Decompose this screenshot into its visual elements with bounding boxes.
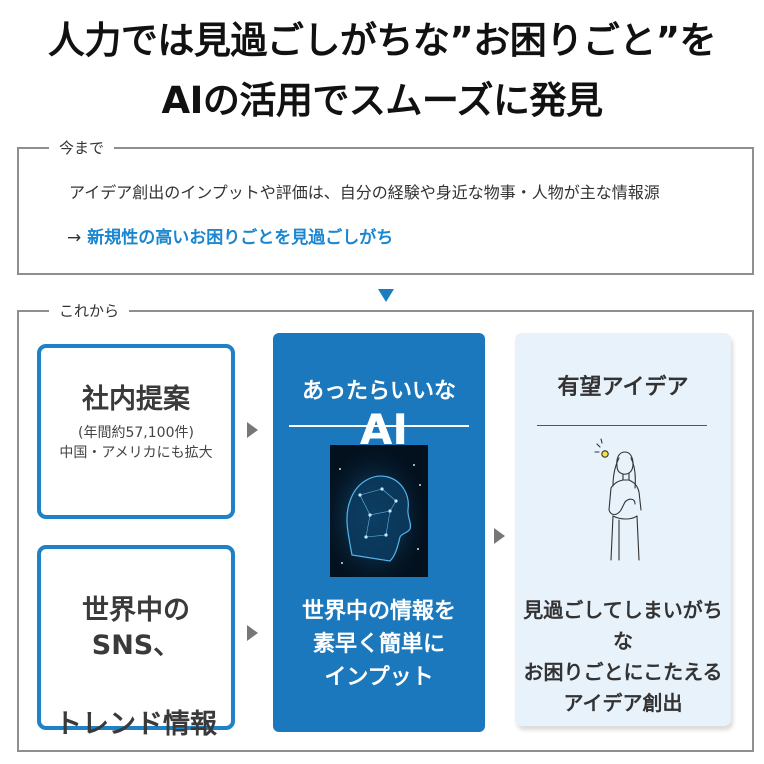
triangle-right-icon <box>247 422 258 438</box>
internal-proposals-count: (年間約57,100件) <box>78 425 194 442</box>
ai-heading-small: あったらいいな <box>301 379 456 404</box>
before-label: 今まで <box>49 137 115 158</box>
ai-body-line-2: 素早く簡単に <box>312 632 445 657</box>
before-description: アイデア創出のインプットや評価は、自分の経験や身近な物事・人物が主な情報源 <box>69 183 660 202</box>
person-idea-illustration <box>589 436 659 566</box>
ai-divider <box>289 425 469 427</box>
promising-idea-box: 有望アイデア 見過ごしてしまいがちな お困りごとにこたえる アイデア創出 <box>515 333 731 726</box>
before-section: 今まで アイデア創出のインプットや評価は、自分の経験や身近な物事・人物が主な情報… <box>17 137 754 275</box>
ai-head-image <box>330 445 428 577</box>
ai-body-line-1: 世界中の情報を <box>301 599 456 624</box>
after-label: これから <box>49 300 130 321</box>
idea-body-line-2: お困りごとにこたえる <box>523 660 723 684</box>
triangle-right-icon <box>247 625 258 641</box>
internal-proposals-expansion: 中国・アメリカにも拡大 <box>59 445 213 462</box>
before-result: →新規性の高いお困りごとを見過ごしがち <box>67 223 393 248</box>
after-section: これから <box>17 300 754 752</box>
ai-body-line-3: インプット <box>324 665 434 690</box>
idea-heading: 有望アイデア <box>557 375 689 400</box>
idea-body-line-3: アイデア創出 <box>563 691 683 715</box>
idea-divider <box>537 425 707 426</box>
idea-body-line-1: 見過ごしてしまいがちな <box>523 598 723 653</box>
right-arrow-icon: → <box>67 228 82 248</box>
internal-proposals-title: 社内提案 <box>82 384 190 415</box>
sns-title-line-2: トレンド情報 <box>55 709 217 741</box>
idea-body: 見過ごしてしまいがちな お困りごとにこたえる アイデア創出 <box>515 595 731 719</box>
title-line-1: 人力では見過ごしがちな”お困りごと”を <box>47 19 717 62</box>
triangle-right-icon <box>494 528 505 544</box>
ai-heading: あったらいいなAI <box>273 373 485 454</box>
triangle-down-icon <box>378 289 394 302</box>
ai-body: 世界中の情報を 素早く簡単に インプット <box>273 595 485 694</box>
title-line-2: AIの活用でスムーズに発見 <box>161 79 603 122</box>
sns-title-line-1: 世界中のSNS、 <box>82 595 190 662</box>
sns-trends-box: 世界中のSNS、 トレンド情報 <box>37 545 235 740</box>
internal-proposals-box: 社内提案 (年間約57,100件) 中国・アメリカにも拡大 <box>37 344 235 519</box>
ai-box: あったらいいなAI <box>273 333 485 732</box>
before-result-text: 新規性の高いお困りごとを見過ごしがち <box>87 228 394 248</box>
